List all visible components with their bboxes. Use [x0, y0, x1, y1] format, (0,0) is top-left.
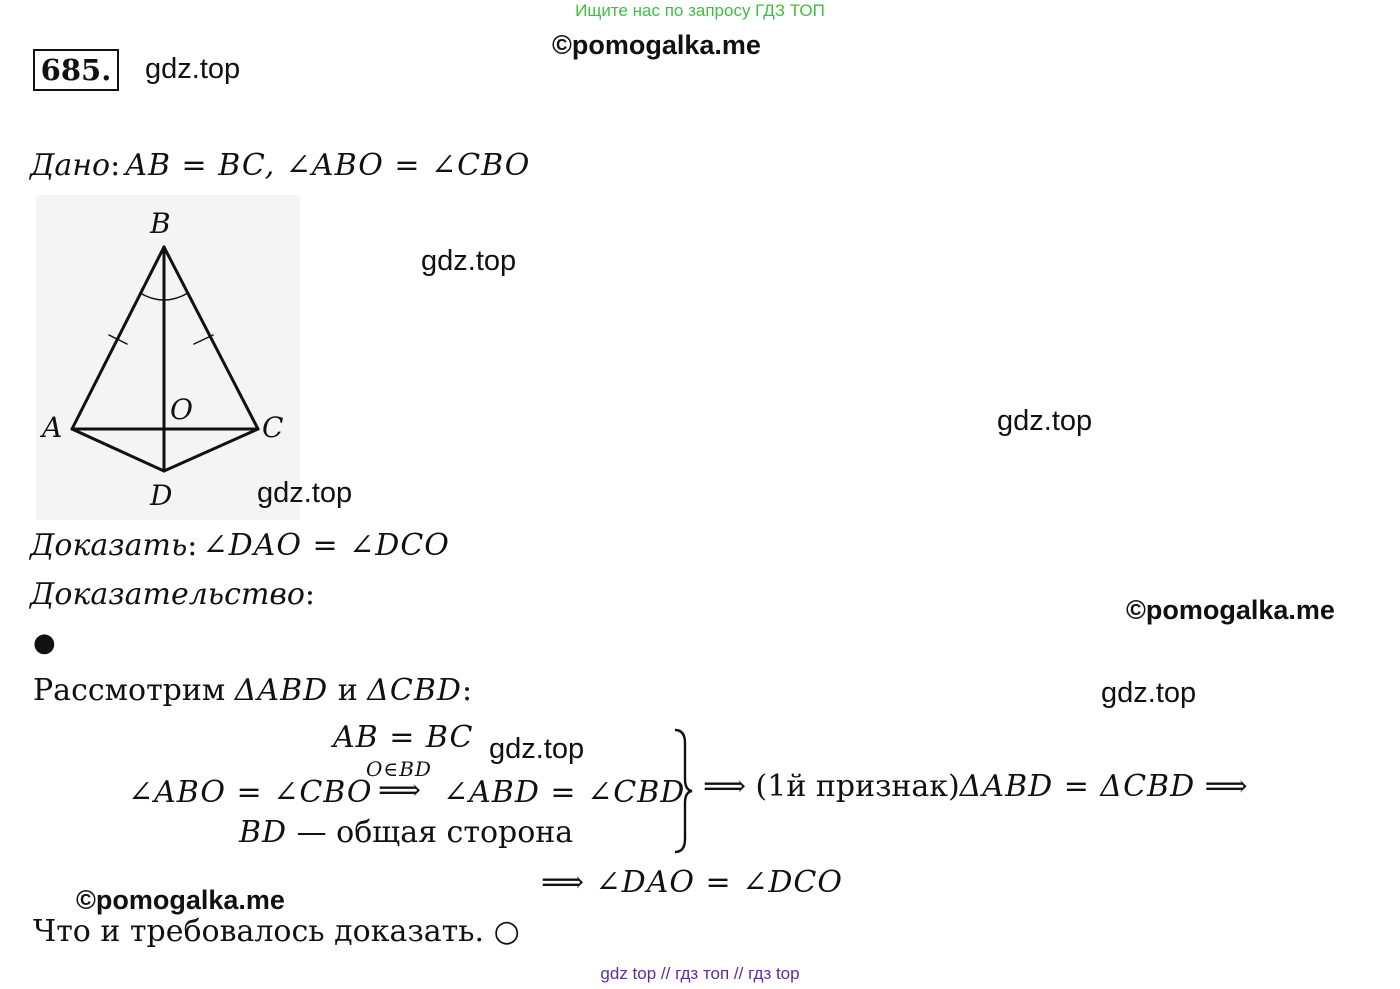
consider-triangle-abd: ΔABD — [234, 673, 329, 708]
copyright-2: ©pomogalka.me — [1126, 595, 1335, 625]
label-point-d: D — [149, 479, 172, 512]
given-label: Дано — [30, 148, 111, 183]
consider-colon: : — [461, 673, 473, 708]
segment-bc — [162, 245, 260, 431]
bullet: ● — [33, 628, 56, 658]
watermark-2: gdz.top — [421, 245, 517, 277]
tick-mark-bc — [193, 334, 214, 345]
system-line-3-math: BD — [239, 815, 288, 850]
given-colon: : — [110, 148, 121, 183]
consider-and: и — [328, 673, 368, 708]
watermark-3: gdz.top — [997, 405, 1093, 437]
conclusion-arrow-end: ⟹ — [1195, 769, 1248, 804]
system-line-2-right: ∠ABD = ∠CBD — [443, 775, 686, 810]
watermark-4: gdz.top — [257, 477, 353, 509]
prove-label: Доказать — [30, 528, 188, 563]
tick-mark-ab — [108, 334, 128, 345]
given-statement: AB = BC, ∠ABO = ∠CBO — [125, 148, 531, 183]
watermark-5: gdz.top — [1101, 677, 1197, 709]
system-line-3-text: — общая сторона — [287, 815, 574, 850]
label-point-c: C — [262, 411, 283, 444]
conclusion-arrow: ⟹ — [703, 769, 747, 804]
problem-number: 685. — [33, 49, 119, 91]
conclusion-equality: ΔABD = ΔCBD — [959, 769, 1196, 804]
consider-line: Рассмотрим ΔABD и ΔCBD: — [33, 673, 472, 708]
proof-heading-line: Доказательство: — [30, 577, 315, 612]
system-line-2-left: ∠ABO = ∠CBO — [128, 775, 373, 810]
copyright-1: ©pomogalka.me — [552, 30, 761, 60]
footer-links: gdz top // гдз топ // гдз top — [600, 964, 800, 983]
implies-arrow: ⟹ — [378, 773, 422, 808]
label-point-a: A — [39, 411, 62, 444]
system-line-1: AB = BC — [333, 720, 474, 755]
consider-text: Рассмотрим — [33, 673, 235, 708]
prove-statement: ∠DAO = ∠DCO — [202, 528, 450, 563]
proof-heading: Доказательство — [30, 577, 305, 612]
copyright-3: ©pomogalka.me — [76, 885, 285, 915]
proof-colon: : — [304, 577, 316, 612]
right-brace — [674, 728, 693, 854]
conclusion-line-1: ⟹ (1й признак)ΔABD = ΔCBD ⟹ — [703, 769, 1248, 804]
segment-ab — [70, 245, 166, 431]
angle-arc-b — [139, 292, 189, 301]
over-arrow-condition: O∈BD — [366, 757, 432, 781]
triangle-diagram: B A C D O — [39, 207, 283, 512]
watermark-6: gdz.top — [489, 733, 585, 765]
segment-ad — [70, 427, 166, 473]
label-point-o: O — [170, 393, 193, 426]
given-line: Дано: AB = BC, ∠ABO = ∠CBO — [30, 148, 530, 183]
segment-cd — [162, 427, 260, 473]
consider-triangle-cbd: ΔCBD — [367, 673, 462, 708]
triangle-figure: B A C D O — [36, 195, 300, 520]
system-line-3: BD — общая сторона — [239, 815, 573, 850]
prove-line: Доказать: ∠DAO = ∠DCO — [30, 528, 450, 563]
top-banner: Ищите нас по запросу ГДЗ ТОП — [575, 1, 825, 20]
prove-colon: : — [187, 528, 198, 563]
watermark-1: gdz.top — [145, 53, 241, 85]
qed-line: Что и требовалось доказать. ○ — [33, 914, 520, 949]
conclusion-line-2: ⟹ ∠DAO = ∠DCO — [541, 865, 843, 900]
label-point-b: B — [149, 207, 171, 240]
conclusion-criterion: (1й признак) — [746, 769, 960, 804]
